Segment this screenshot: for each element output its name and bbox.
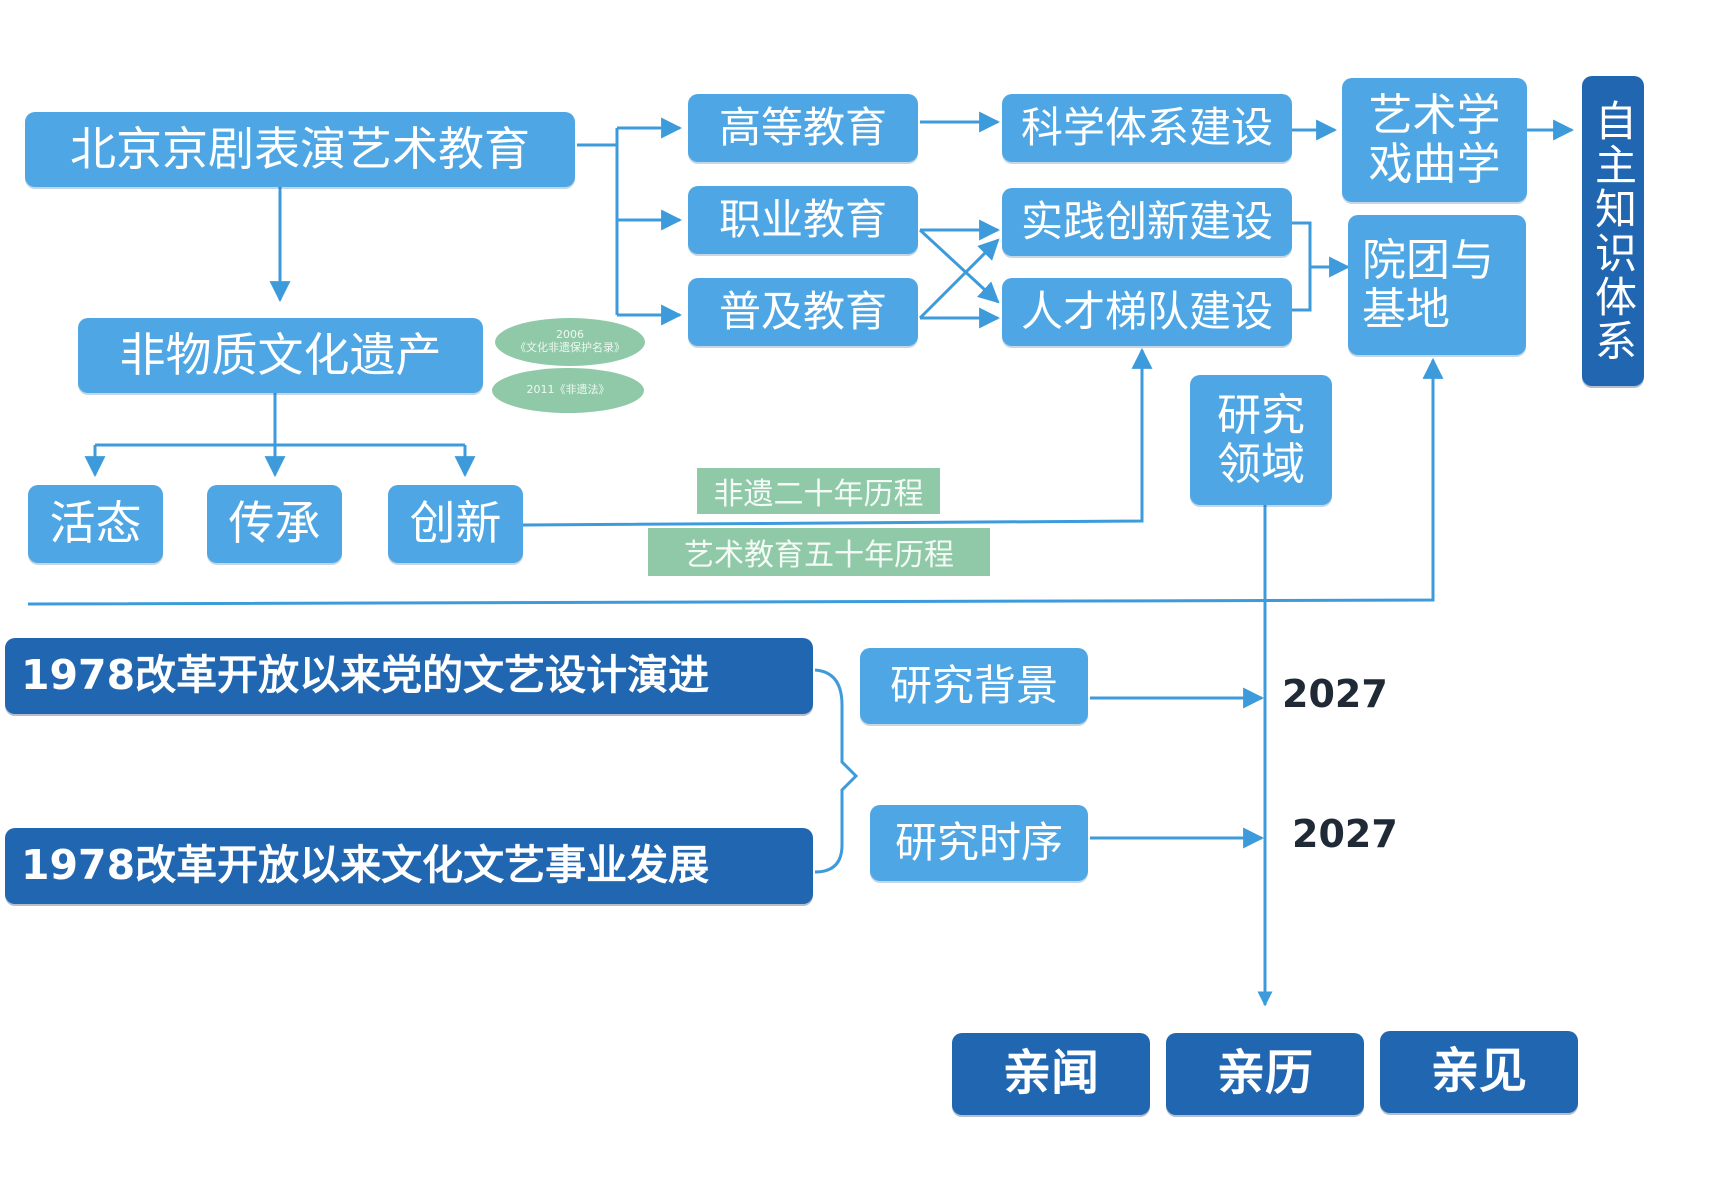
node-research-timeline: 研究时序 <box>870 805 1088 881</box>
label-2011-law: 2011《非遗法》 <box>492 368 644 413</box>
node-reform-party-design: 1978改革开放以来党的文艺设计演进 <box>5 638 813 714</box>
year-timeline: 2027 <box>1292 812 1398 856</box>
node-inheritance: 传承 <box>207 485 342 563</box>
label-2006-year: 2006 <box>556 328 584 342</box>
node-higher-education: 高等教育 <box>688 94 918 162</box>
node-research-background: 研究背景 <box>860 648 1088 724</box>
label-2006-list: 2006 《文化非遗保护名录》 <box>495 318 645 366</box>
label-art-edu-fifty-years: 艺术教育五十年历程 <box>648 528 990 576</box>
node-vocational-education: 职业教育 <box>688 186 918 254</box>
node-intangible-heritage: 非物质文化遗产 <box>78 318 483 393</box>
label-2011-text: 2011《非遗法》 <box>526 383 610 397</box>
label-2006-text: 《文化非遗保护名录》 <box>515 341 625 354</box>
node-popular-education: 普及教育 <box>688 278 918 346</box>
node-autonomous-knowledge: 自主知识体系 <box>1582 76 1644 386</box>
node-science-system: 科学体系建设 <box>1002 94 1292 162</box>
label-heritage-twenty-years: 非遗二十年历程 <box>697 468 940 514</box>
node-seen: 亲见 <box>1380 1031 1578 1113</box>
node-heard: 亲闻 <box>952 1033 1150 1115</box>
node-practice-innovation: 实践创新建设 <box>1002 188 1292 256</box>
year-background: 2027 <box>1282 672 1388 716</box>
node-troupe-base: 院团与 基地 <box>1348 215 1526 355</box>
node-living: 活态 <box>28 485 163 563</box>
node-talent-echelon: 人才梯队建设 <box>1002 278 1292 346</box>
node-reform-culture-dev: 1978改革开放以来文化文艺事业发展 <box>5 828 813 904</box>
node-beijing-opera-education: 北京京剧表演艺术教育 <box>25 112 575 187</box>
node-innovation: 创新 <box>388 485 523 563</box>
node-research-field: 研究 领域 <box>1190 375 1332 505</box>
node-art-opera-studies: 艺术学 戏曲学 <box>1342 78 1527 202</box>
node-experienced: 亲历 <box>1166 1033 1364 1115</box>
